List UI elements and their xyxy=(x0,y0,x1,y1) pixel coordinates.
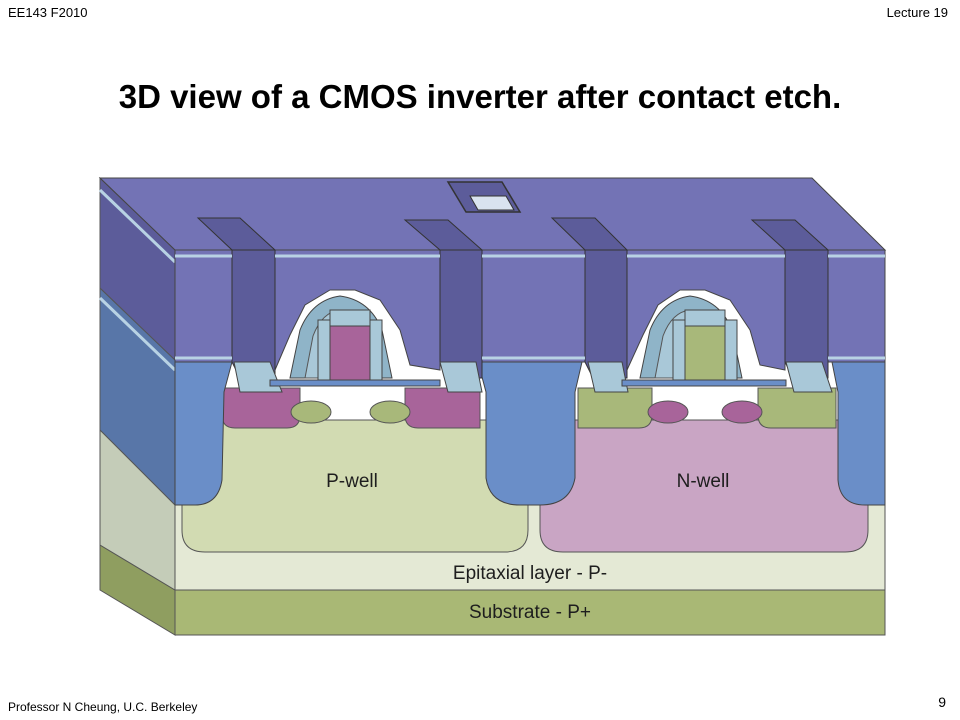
oxide-block-5 xyxy=(827,249,886,363)
oxide-block-1 xyxy=(174,249,233,363)
n-ldd-right xyxy=(369,400,411,424)
n-well-label: N-well xyxy=(677,471,730,492)
n-plus-right xyxy=(404,387,481,429)
p-ldd-right xyxy=(721,400,763,424)
field-oxide-left xyxy=(174,361,233,506)
contact-trench-3 xyxy=(584,249,628,379)
epitaxial-label: Epitaxial layer - P- xyxy=(453,563,607,584)
pmos-spacer-left xyxy=(672,319,686,383)
oxide-block-3 xyxy=(481,249,586,363)
lecture-number: Lecture 19 xyxy=(886,5,948,20)
substrate-front xyxy=(174,589,886,636)
field-oxide-right xyxy=(831,361,886,506)
oxide-side-layer-line xyxy=(98,296,177,372)
p-well-label: P-well xyxy=(326,471,378,492)
p-well-region xyxy=(181,419,529,553)
substrate-label: Substrate - P+ xyxy=(469,602,591,623)
professor-credit: Professor N Cheung, U.C. Berkeley xyxy=(8,700,198,714)
n-ldd-left xyxy=(290,400,332,424)
contact-opening-1 xyxy=(196,217,277,251)
contact-opening-4 xyxy=(750,219,830,251)
oxide-side-layer-line xyxy=(98,188,177,264)
contact-opening-2 xyxy=(403,219,484,251)
pmos-gate-poly xyxy=(684,325,726,383)
p-plus-left xyxy=(577,387,653,429)
gate-base-line-nmos xyxy=(269,379,441,387)
n-plus-left xyxy=(221,387,301,429)
nmos-spacer-left xyxy=(317,319,331,383)
contact-floor-4 xyxy=(785,361,833,393)
top-contact-hole-floor xyxy=(469,195,515,211)
gate-base-line-pmos xyxy=(621,379,787,387)
course-code: EE143 F2010 xyxy=(8,5,88,20)
nmos-spacer-right xyxy=(369,319,383,383)
n-well-region xyxy=(539,419,869,553)
contact-floor-3 xyxy=(587,361,629,393)
contact-trench-2 xyxy=(439,249,483,379)
nmos-gate-top xyxy=(329,309,371,327)
page-number: 9 xyxy=(938,694,946,710)
field-oxide-center xyxy=(477,361,583,506)
contact-trench-4 xyxy=(784,249,829,379)
slide-title: 3D view of a CMOS inverter after contact… xyxy=(118,78,842,115)
contact-trench-1 xyxy=(231,249,276,379)
p-ldd-left xyxy=(647,400,689,424)
nmos-gate-poly xyxy=(329,325,371,383)
p-plus-right xyxy=(757,387,837,429)
pmos-spacer-right xyxy=(724,319,738,383)
contact-floor-2 xyxy=(439,361,483,393)
contact-opening-3 xyxy=(550,217,629,251)
pmos-gate-top xyxy=(684,309,726,327)
